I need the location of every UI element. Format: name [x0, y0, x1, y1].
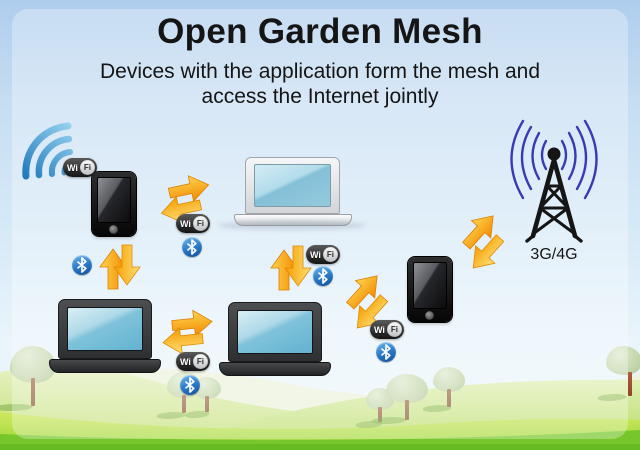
laptop-base [219, 362, 331, 376]
laptop-base [49, 359, 161, 373]
phone-screen [413, 262, 447, 309]
cell-tower-icon [510, 119, 598, 243]
phone-screen [97, 177, 131, 223]
laptop-shadow [218, 221, 366, 230]
phone-home-button [109, 225, 118, 234]
laptop-top-center [234, 157, 352, 226]
tower-label: 3G/4G [530, 246, 578, 263]
bluetooth-icon [182, 237, 202, 257]
subtitle-line-2: access the Internet jointly [201, 85, 439, 108]
transfer-arrows-laptops-horizontal [161, 308, 214, 357]
wifi-badge: Wi Fi [63, 158, 97, 177]
wifi-badge: Wi Fi [176, 352, 210, 371]
smartphone-right [408, 257, 452, 322]
bluetooth-icon [180, 375, 200, 395]
bluetooth-icon [72, 255, 92, 275]
laptop-screen [254, 164, 331, 207]
transfer-arrows-laptops-vertical [270, 245, 312, 291]
laptop-bottom-center [219, 302, 331, 376]
hills-background [0, 366, 640, 450]
page-title: Open Garden Mesh [157, 12, 483, 51]
subtitle-line-1: Devices with the application form the me… [99, 60, 541, 83]
wifi-badge: Wi Fi [306, 245, 340, 264]
tower-radio-arcs [510, 119, 598, 200]
laptop-bottom-left [49, 299, 161, 373]
bluetooth-icon [376, 342, 396, 362]
laptop-screen [67, 307, 143, 351]
laptop-screen [237, 310, 313, 354]
transfer-arrows-phone-tower-diagonal [456, 206, 511, 278]
bluetooth-icon [313, 266, 333, 286]
phone-home-button [425, 311, 434, 320]
transfer-arrows-phone-laptop-vertical [99, 244, 141, 290]
smartphone-top-left [92, 172, 136, 236]
wifi-badge: Wi Fi [370, 320, 404, 339]
wifi-badge: Wi Fi [176, 214, 210, 233]
page-subtitle: Devices with the application form the me… [0, 59, 640, 109]
